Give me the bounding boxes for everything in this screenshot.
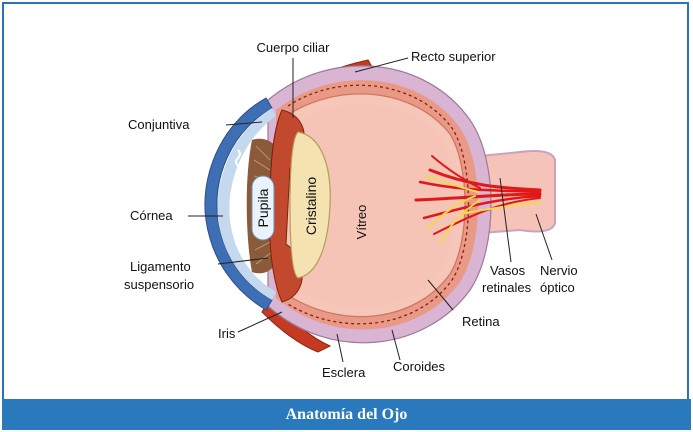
label-cristalino: Cristalino xyxy=(303,177,319,236)
label-cuerpo-ciliar: Cuerpo ciliar xyxy=(257,40,331,55)
label-vitreo: Vítreo xyxy=(354,205,369,240)
label-ligamento-1: Ligamento xyxy=(130,259,191,274)
eye-anatomy-diagram: Cuerpo ciliar Recto superior Conjuntiva … xyxy=(0,0,693,400)
label-nervio-2: óptico xyxy=(540,280,575,295)
label-conjuntiva: Conjuntiva xyxy=(128,117,190,132)
label-coroides: Coroides xyxy=(393,359,446,374)
caption-bar: Anatomía del Ojo xyxy=(2,399,691,430)
label-iris: Iris xyxy=(218,326,236,341)
label-nervio-1: Nervio xyxy=(540,263,578,278)
label-esclera: Esclera xyxy=(322,365,366,380)
label-vasos-2: retinales xyxy=(482,280,532,295)
label-vasos-1: Vasos xyxy=(490,263,526,278)
label-recto-superior: Recto superior xyxy=(411,49,496,64)
label-ligamento-2: suspensorio xyxy=(124,277,194,292)
label-cornea: Córnea xyxy=(130,208,173,223)
figure-caption: Anatomía del Ojo xyxy=(286,406,408,424)
label-pupila: Pupila xyxy=(255,188,271,227)
label-retina: Retina xyxy=(462,314,500,329)
